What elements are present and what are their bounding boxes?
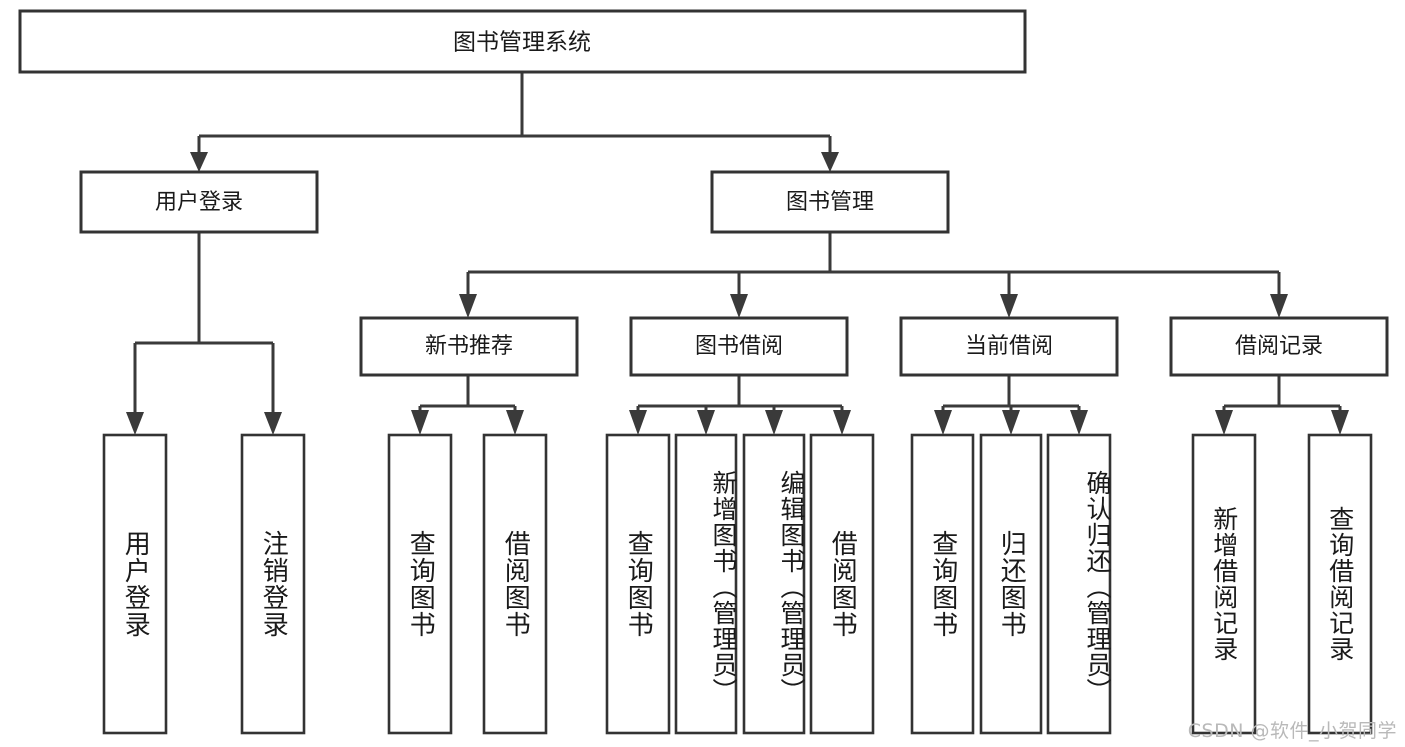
arrow-head-current-borrow <box>1000 294 1018 318</box>
node-user-login[interactable]: 用户登录 <box>79 170 319 234</box>
connector-group-book-borrow <box>629 375 851 435</box>
leaf-box-bb-4[interactable] <box>809 433 875 735</box>
arrow-head-nbr-leaf-1 <box>411 410 429 435</box>
leaf-box-bb-2[interactable] <box>674 433 738 735</box>
arrow-head-leaf-user-login <box>126 412 144 435</box>
node-book-borrow-box[interactable] <box>629 316 849 377</box>
node-borrow-record-box[interactable] <box>1169 316 1389 377</box>
leaf-box-user-login-2[interactable] <box>240 433 306 735</box>
node-book-borrow[interactable]: 图书借阅 <box>629 316 849 377</box>
node-user-login-box[interactable] <box>79 170 319 234</box>
arrow-head-book-manage <box>821 152 839 172</box>
node-book-manage-label: 图书管理 <box>786 190 874 215</box>
leaf-box-cb-1[interactable] <box>910 433 975 735</box>
connector-group-current-borrow <box>934 375 1088 435</box>
leaf-box-nbr-2[interactable] <box>482 433 548 735</box>
node-borrow-record[interactable]: 借阅记录 <box>1169 316 1389 377</box>
node-new-book-recommend-label: 新书推荐 <box>425 334 513 359</box>
node-new-book-recommend[interactable]: 新书推荐 <box>359 316 579 377</box>
arrow-head-bb-leaf-3 <box>765 410 783 435</box>
leaf-box-cb-2[interactable] <box>979 433 1043 735</box>
arrow-head-book-borrow <box>730 294 748 318</box>
arrow-head-leaf-logout <box>264 412 282 435</box>
arrow-head-cb-leaf-1 <box>934 410 952 435</box>
leaf-box-bb-3[interactable] <box>742 433 806 735</box>
arrow-head-bb-leaf-4 <box>833 410 851 435</box>
node-borrow-record-label: 借阅记录 <box>1235 334 1323 359</box>
arrow-head-br-leaf-1 <box>1215 410 1233 435</box>
arrow-head-cb-leaf-3 <box>1070 410 1088 435</box>
arrow-head-bb-leaf-1 <box>629 410 647 435</box>
node-new-book-recommend-box[interactable] <box>359 316 579 377</box>
node-user-login-label: 用户登录 <box>155 190 243 215</box>
leaf-box-br-2[interactable] <box>1307 433 1373 735</box>
arrow-head-borrow-record <box>1270 294 1288 318</box>
leaf-box-user-login-1[interactable] <box>102 433 168 735</box>
node-current-borrow-label: 当前借阅 <box>965 334 1053 359</box>
connector-group-root <box>190 72 839 172</box>
node-root-box[interactable] <box>18 9 1027 74</box>
arrow-head-user-login <box>190 152 208 172</box>
arrow-head-new-book-recommend <box>459 294 477 318</box>
node-book-borrow-label: 图书借阅 <box>695 334 783 359</box>
leaf-box-br-1[interactable] <box>1191 433 1257 735</box>
connector-group-user-login <box>126 232 282 435</box>
connector-group-borrow-record <box>1215 375 1349 435</box>
node-book-manage[interactable]: 图书管理 <box>710 170 950 234</box>
node-root[interactable]: 图书管理系统 <box>18 9 1027 74</box>
connector-group-book-manage <box>459 232 1288 318</box>
arrow-head-cb-leaf-2 <box>1002 410 1020 435</box>
arrow-head-bb-leaf-2 <box>697 410 715 435</box>
node-root-label: 图书管理系统 <box>453 30 591 56</box>
leaf-box-nbr-1[interactable] <box>387 433 453 735</box>
leaf-box-cb-3[interactable] <box>1046 433 1112 735</box>
node-book-manage-box[interactable] <box>710 170 950 234</box>
csdn-watermark: CSDN @软件_小贺同学 <box>1187 720 1397 742</box>
arrow-head-nbr-leaf-2 <box>506 410 524 435</box>
arrow-head-br-leaf-2 <box>1331 410 1349 435</box>
connector-group-new-book-recommend <box>411 375 524 435</box>
node-current-borrow[interactable]: 当前借阅 <box>899 316 1119 377</box>
leaf-box-bb-1[interactable] <box>605 433 671 735</box>
node-current-borrow-box[interactable] <box>899 316 1119 377</box>
